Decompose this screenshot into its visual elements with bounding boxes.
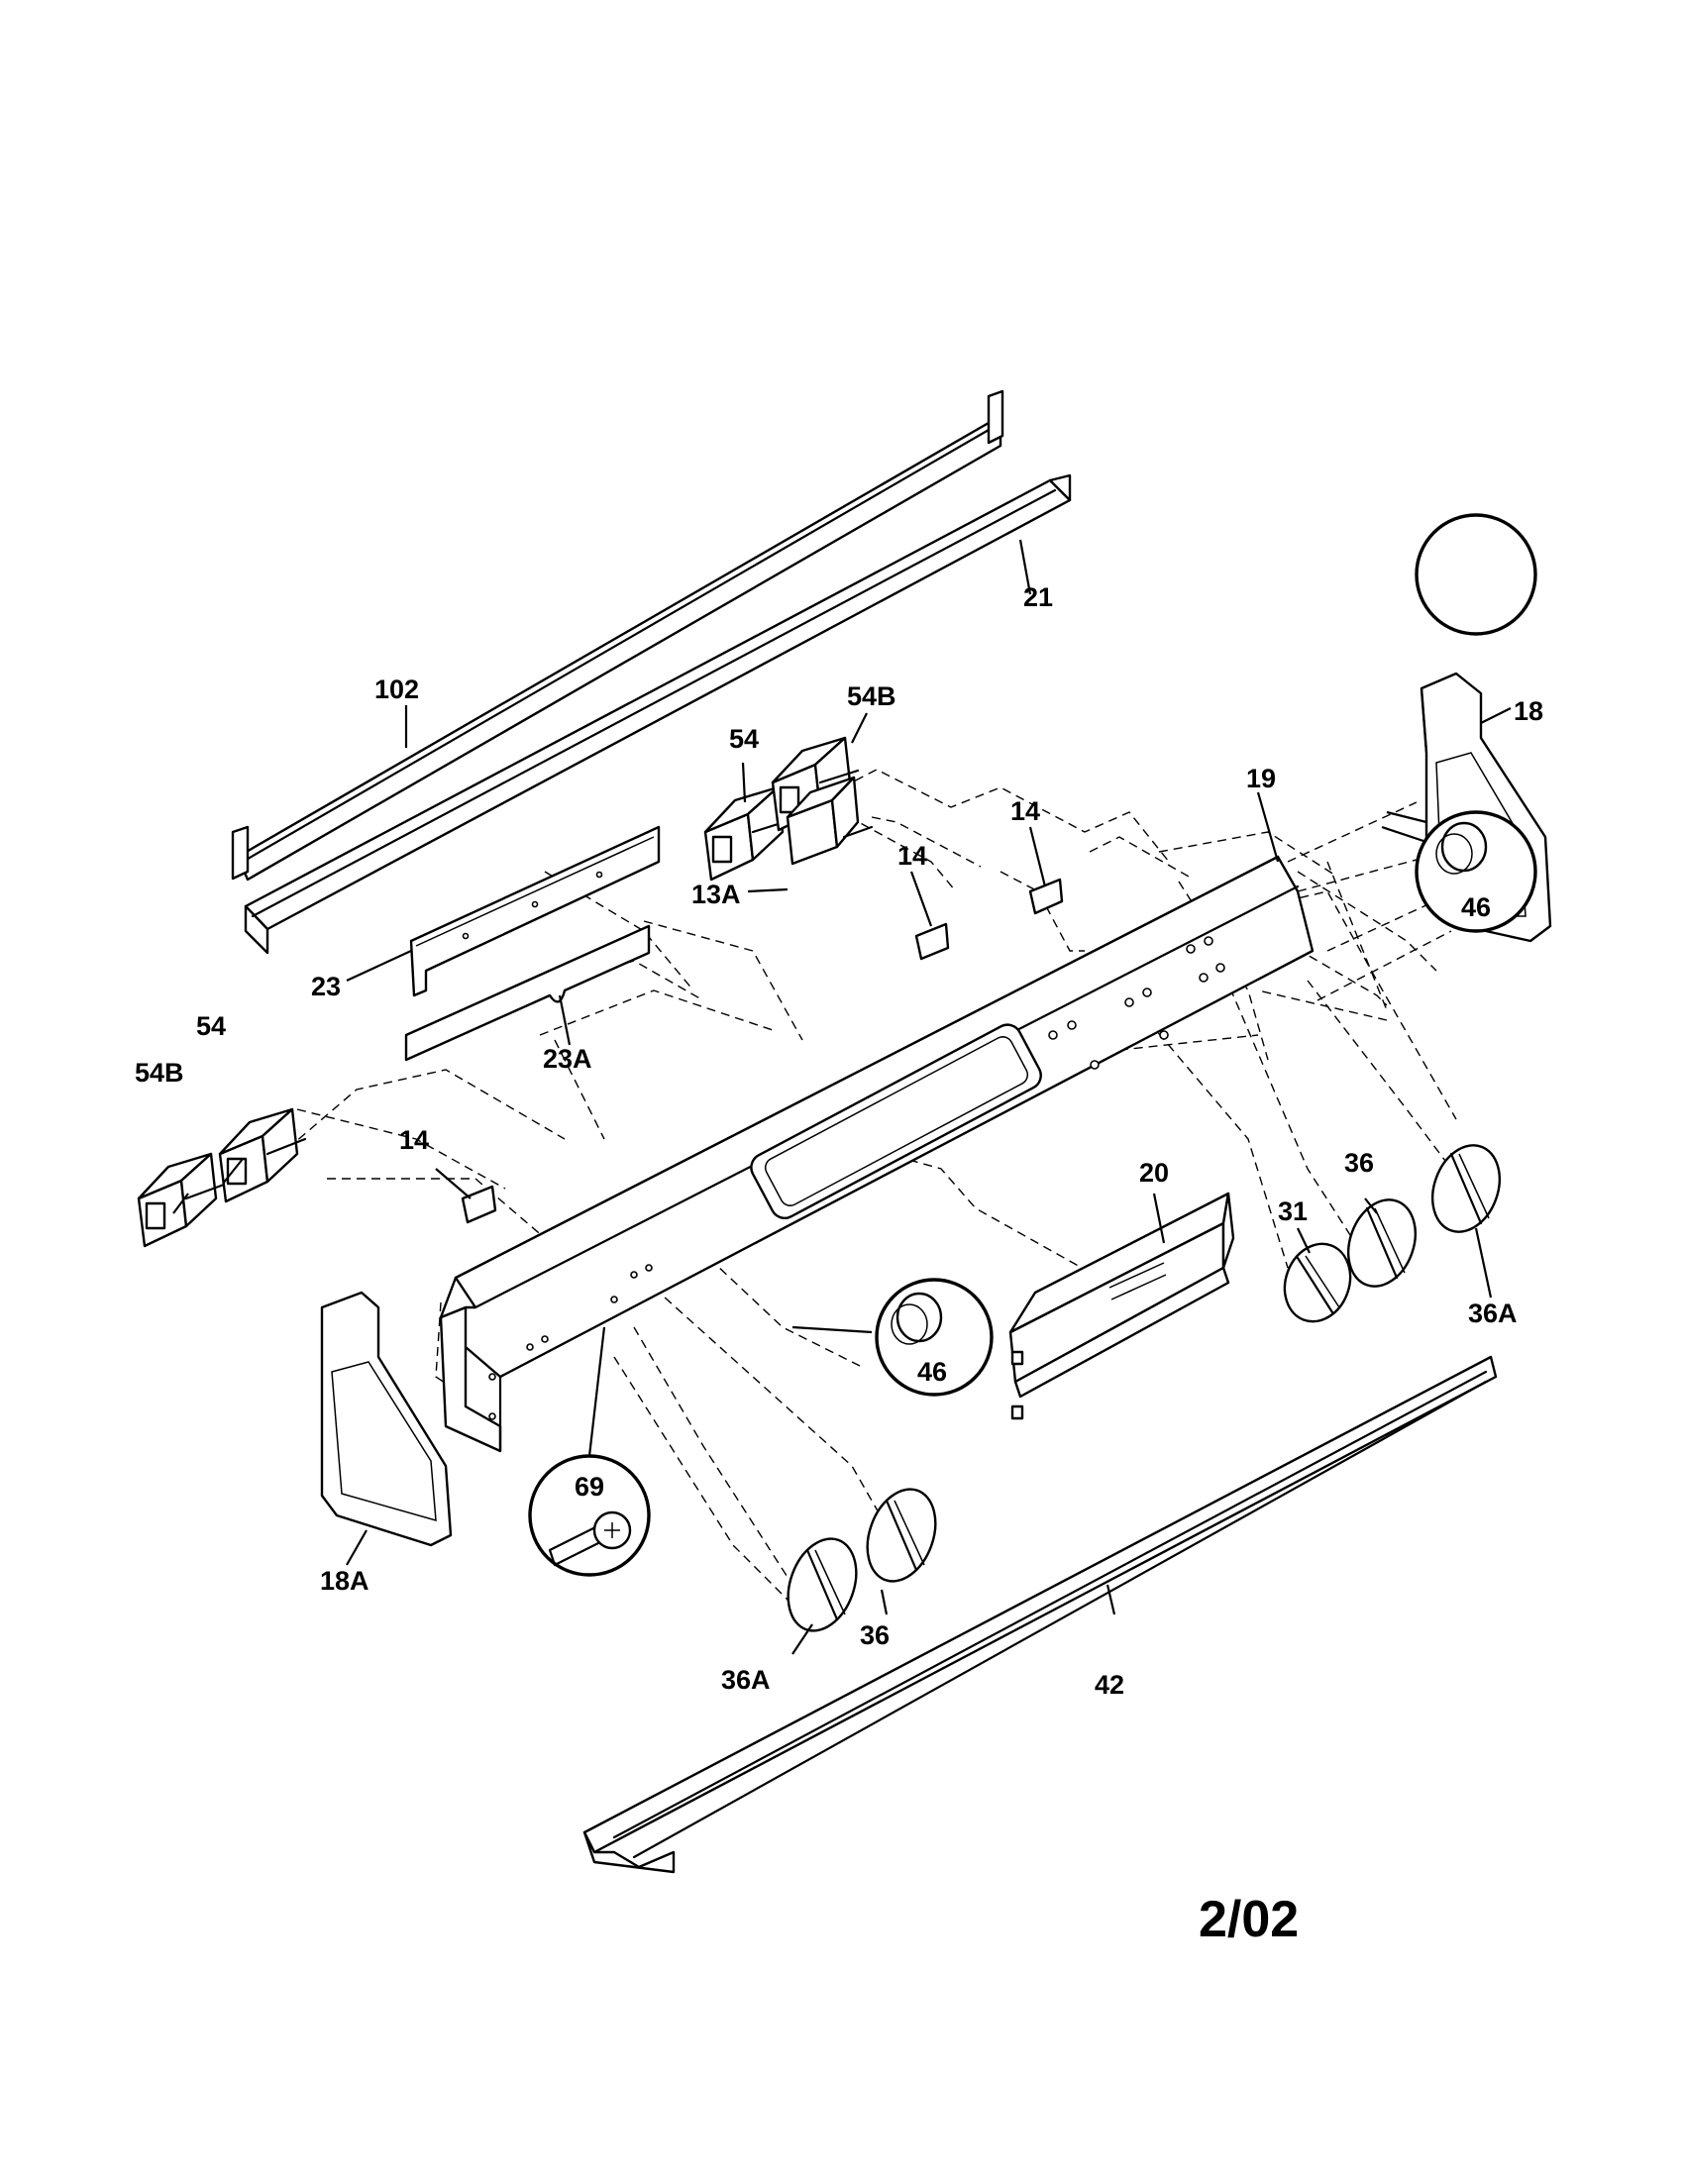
label-23a: 23A <box>543 1044 592 1074</box>
leader-lines <box>172 539 1512 1655</box>
label-36a-bottom: 36A <box>721 1665 771 1695</box>
part-54b-switch-left <box>137 1152 226 1248</box>
label-21: 21 <box>1023 582 1053 612</box>
label-19: 19 <box>1246 764 1276 793</box>
label-23: 23 <box>311 972 341 1001</box>
label-54b-top: 54B <box>847 681 896 711</box>
label-18a: 18A <box>320 1566 369 1596</box>
part-54-switch-left <box>218 1107 307 1203</box>
label-36-bottom: 36 <box>860 1620 890 1650</box>
part-36-knob-bottom <box>866 1488 937 1583</box>
label-54-top: 54 <box>729 724 759 754</box>
label-42: 42 <box>1095 1670 1124 1700</box>
callout-46-right <box>1415 810 1537 933</box>
label-46-mid: 46 <box>917 1357 947 1387</box>
part-46-grommet-right <box>1415 513 1537 636</box>
part-23a-strip <box>404 924 651 1062</box>
part-36a-knob-bottom <box>787 1537 858 1632</box>
part-18a-left-end-cap <box>320 1291 453 1547</box>
part-20-clock-control <box>1008 1192 1235 1420</box>
part-19-control-panel <box>439 855 1315 1453</box>
callout-46-mid <box>875 1278 994 1397</box>
label-14-left: 14 <box>399 1125 429 1155</box>
label-13a: 13A <box>691 880 741 909</box>
part-102-rear-trim <box>231 389 1004 882</box>
callout-69-screw <box>528 1454 651 1577</box>
label-102: 102 <box>374 675 419 704</box>
label-14-top-right: 14 <box>1010 796 1040 826</box>
part-number-labels: 102 21 18 19 54 54B 14 14 13A 23 23A 54 … <box>135 582 1543 1700</box>
part-13a-switch <box>786 776 874 866</box>
part-42-bottom-trim <box>582 1355 1498 1874</box>
label-14-top-mid: 14 <box>897 841 927 871</box>
label-69: 69 <box>575 1472 604 1502</box>
part-14-clips <box>461 878 1064 1224</box>
label-36-right: 36 <box>1344 1148 1374 1178</box>
part-36-knob-right <box>1347 1198 1417 1288</box>
label-18: 18 <box>1514 696 1543 726</box>
date-code: 2/02 <box>1199 1891 1299 1948</box>
label-54-left: 54 <box>196 1011 226 1041</box>
label-46-right: 46 <box>1461 892 1491 922</box>
part-36a-knob-right <box>1431 1144 1501 1233</box>
part-31-knob <box>1283 1242 1352 1323</box>
part-23-bracket <box>409 825 661 997</box>
part-21-trim-channel <box>244 473 1072 955</box>
part-54-switch-top <box>703 785 792 882</box>
label-31: 31 <box>1278 1196 1308 1226</box>
label-20: 20 <box>1139 1158 1169 1188</box>
label-54b-left: 54B <box>135 1058 184 1088</box>
label-36a-right: 36A <box>1468 1299 1518 1328</box>
